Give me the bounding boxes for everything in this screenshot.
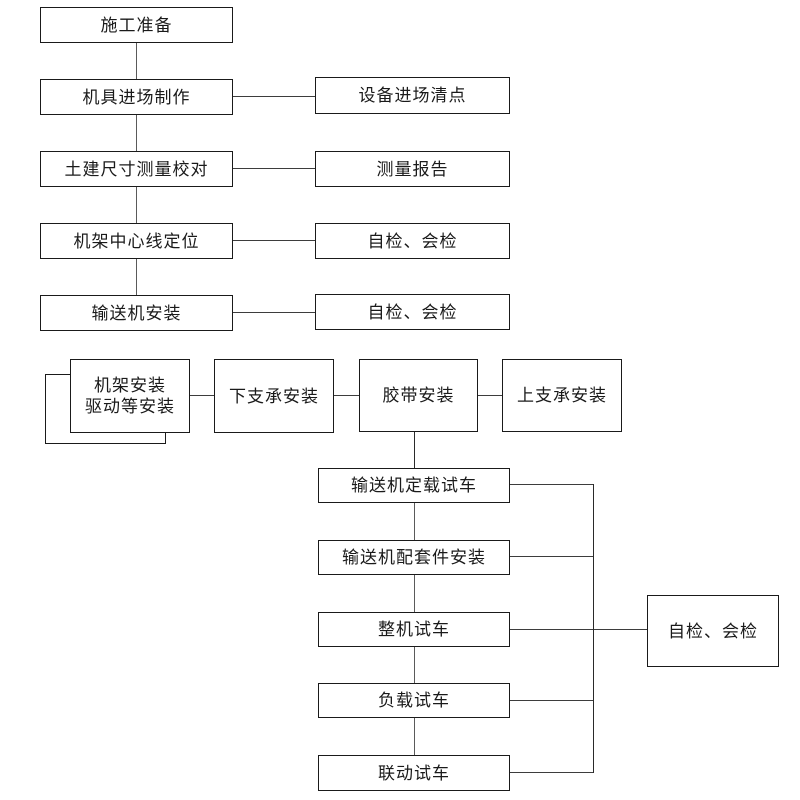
connector-survey-to-report <box>233 168 315 169</box>
connector-tooling-to-inventory <box>233 96 315 97</box>
connector-belt-to-upper-support <box>478 395 502 396</box>
connector-fixed-load-to-accessory <box>414 503 415 540</box>
connector-survey-to-centerline <box>136 187 137 223</box>
node-upper-support-installation: 上支承安装 <box>502 359 622 432</box>
node-tooling-entry-fabrication: 机具进场制作 <box>40 79 233 115</box>
node-frame-drive-installation: 机架安装 驱动等安装 <box>70 359 190 433</box>
connector-tooling-to-survey <box>136 115 137 151</box>
connector-lower-support-to-belt <box>334 395 359 396</box>
stub-fixed-load-test <box>510 484 593 485</box>
node-equipment-entry-inventory: 设备进场清点 <box>315 77 510 114</box>
connector-centerline-to-check <box>233 240 315 241</box>
connector-load-test-to-linkage-test <box>414 718 415 755</box>
connector-whole-test-to-load-test <box>414 647 415 683</box>
node-linkage-test: 联动试车 <box>318 755 510 791</box>
node-frame-centerline-positioning: 机架中心线定位 <box>40 223 233 259</box>
connector-accessory-to-whole-test <box>414 575 415 612</box>
node-construction-prep: 施工准备 <box>40 7 233 43</box>
stub-load-test <box>510 700 593 701</box>
connector-frame-to-lower-support <box>190 395 214 396</box>
node-load-test: 负载试车 <box>318 683 510 718</box>
node-conveyor-accessory-installation: 输送机配套件安装 <box>318 540 510 575</box>
connector-conveyor-to-check <box>233 312 315 313</box>
connector-belt-to-fixed-load-test <box>414 432 415 468</box>
connector-prep-to-tooling <box>136 43 137 79</box>
frame-install-label-line2: 驱动等安装 <box>85 397 175 416</box>
node-self-check-joint-check-2: 自检、会检 <box>315 294 510 330</box>
node-belt-installation: 胶带安装 <box>359 359 478 432</box>
frame-install-label-line1: 机架安装 <box>94 376 166 395</box>
node-self-check-joint-check-final: 自检、会检 <box>647 595 779 667</box>
stub-linkage-test <box>510 772 593 773</box>
node-self-check-joint-check-1: 自检、会检 <box>315 223 510 259</box>
node-conveyor-fixed-load-test: 输送机定载试车 <box>318 468 510 503</box>
node-whole-machine-test: 整机试车 <box>318 612 510 647</box>
node-conveyor-installation: 输送机安装 <box>40 295 233 331</box>
collector-line-final-check <box>593 484 594 773</box>
stub-whole-test-to-final-check <box>510 629 647 630</box>
node-lower-support-installation: 下支承安装 <box>214 359 334 433</box>
stub-accessory-install <box>510 556 593 557</box>
node-survey-report: 测量报告 <box>315 151 510 187</box>
connector-centerline-to-conveyor <box>136 259 137 295</box>
node-civil-dimension-survey-check: 土建尺寸测量校对 <box>40 151 233 187</box>
